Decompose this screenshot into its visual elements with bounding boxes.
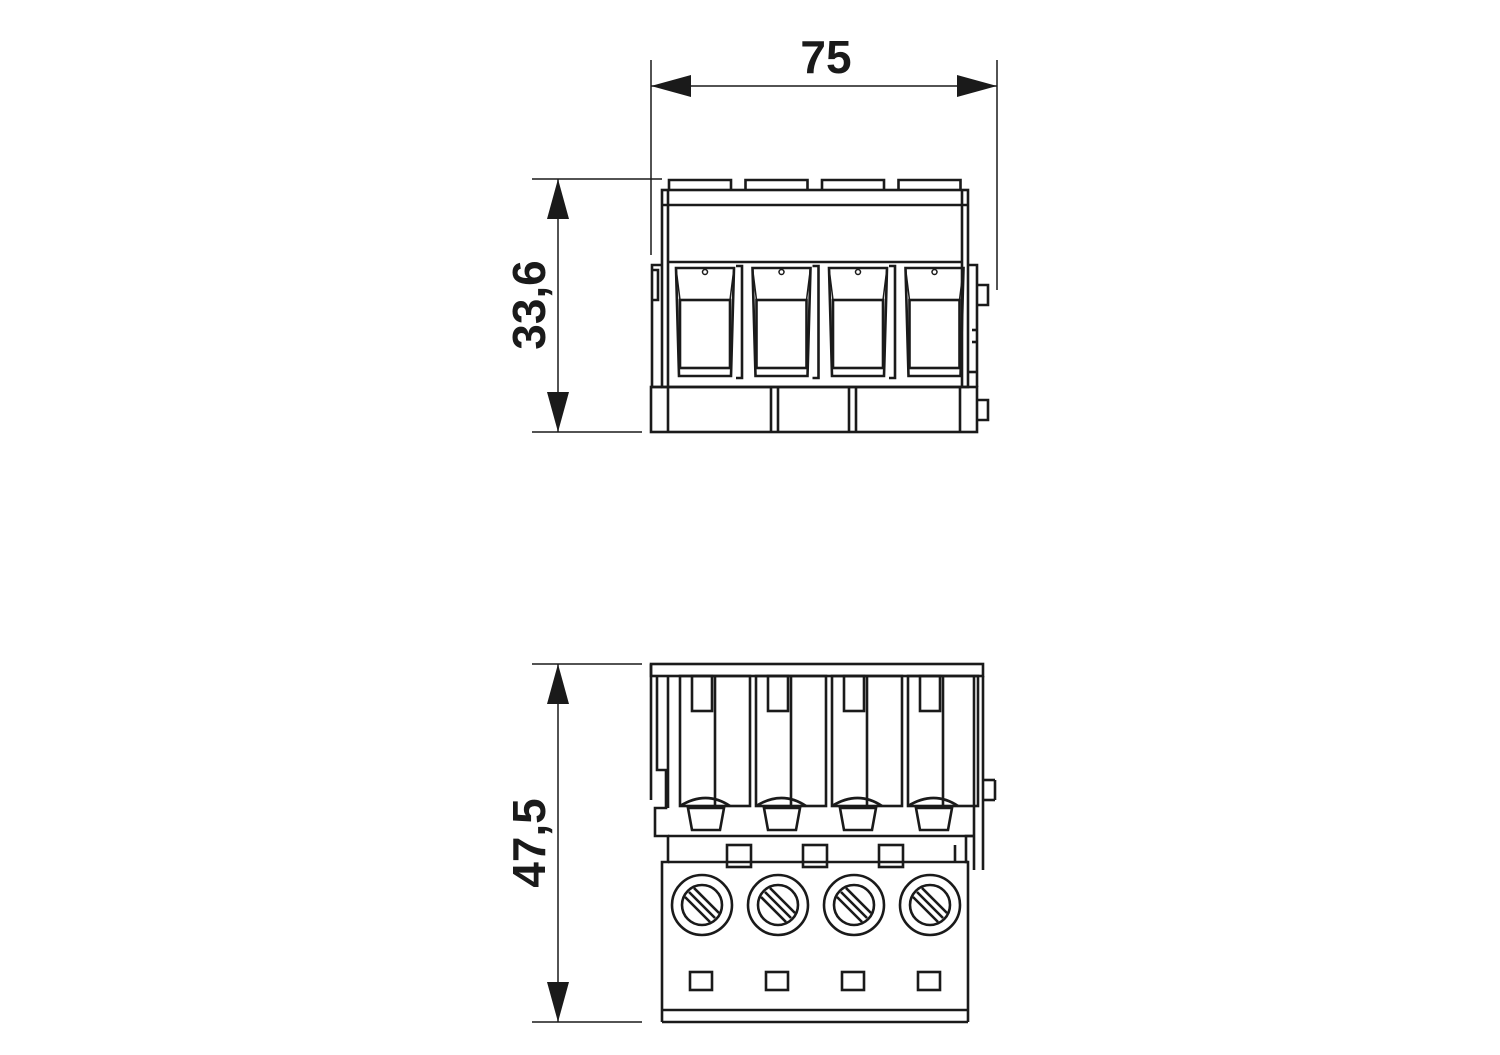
test-window bbox=[764, 970, 790, 992]
arrow-right bbox=[957, 75, 997, 97]
spacer-square bbox=[877, 843, 905, 869]
test-window bbox=[688, 970, 714, 992]
cavity-mark bbox=[854, 268, 862, 276]
dimension-height-top: 47,5 bbox=[503, 663, 642, 1023]
cavity-mark bbox=[931, 268, 938, 276]
screw-slot bbox=[921, 887, 948, 914]
cap bbox=[744, 178, 809, 190]
screw-slot bbox=[845, 887, 872, 914]
screw-slot bbox=[760, 896, 787, 923]
clamp-tongue bbox=[762, 806, 802, 832]
screw-head bbox=[756, 883, 800, 927]
test-window bbox=[840, 970, 866, 992]
release-slot bbox=[842, 674, 866, 713]
top-view bbox=[649, 662, 997, 1024]
spacer-square bbox=[725, 843, 753, 869]
release-slot bbox=[918, 674, 942, 713]
height-top-label: 47,5 bbox=[503, 798, 555, 888]
cavity-separator bbox=[736, 264, 744, 380]
cavity-inner bbox=[678, 298, 732, 370]
height-front-label: 33,6 bbox=[503, 260, 555, 350]
screw-slot bbox=[769, 887, 796, 914]
screw-slot bbox=[836, 896, 863, 923]
test-window bbox=[916, 970, 942, 992]
release-slot bbox=[766, 674, 790, 713]
width-label: 75 bbox=[800, 31, 851, 83]
channel-arc bbox=[907, 796, 959, 808]
screw-slot bbox=[693, 887, 720, 914]
screw-slot bbox=[688, 891, 716, 919]
cavity bbox=[751, 266, 812, 378]
screw-slot bbox=[840, 891, 868, 919]
cap bbox=[820, 178, 886, 190]
screw-slot bbox=[912, 896, 939, 923]
screw-outer bbox=[898, 873, 962, 937]
channel-arc bbox=[831, 796, 883, 808]
screw-outer bbox=[822, 873, 886, 937]
cavity-separator bbox=[889, 264, 897, 380]
screw-head bbox=[832, 883, 876, 927]
cavity-edge bbox=[828, 267, 888, 301]
clamp-tongue bbox=[838, 806, 878, 832]
screw-slot bbox=[916, 891, 944, 919]
cavity bbox=[827, 266, 889, 378]
dimension-height-front: 33,6 bbox=[503, 178, 662, 433]
channel-arc bbox=[679, 796, 731, 808]
cavity-mark bbox=[701, 268, 709, 276]
cavity-inner bbox=[908, 298, 961, 370]
screw-outer bbox=[746, 873, 810, 937]
cavity-edge bbox=[904, 267, 965, 301]
cap bbox=[897, 178, 962, 190]
cavity-mark bbox=[778, 268, 785, 276]
cap bbox=[667, 178, 733, 190]
arrow-left bbox=[651, 75, 691, 97]
cavity bbox=[674, 266, 736, 378]
screw-slot bbox=[764, 891, 792, 919]
cavity-edge bbox=[675, 267, 735, 301]
front-view bbox=[649, 178, 990, 434]
screw-head bbox=[680, 883, 724, 927]
cavity-separator bbox=[812, 264, 820, 380]
screw-slot bbox=[684, 896, 711, 923]
cavity-inner bbox=[755, 298, 808, 370]
spacer-square bbox=[801, 843, 829, 869]
channel-arc bbox=[755, 796, 807, 808]
cavity-edge bbox=[751, 267, 812, 301]
dimension-width: 75 bbox=[650, 31, 998, 290]
clamp-tongue bbox=[686, 806, 726, 832]
release-slot bbox=[690, 674, 714, 713]
cavity-inner bbox=[831, 298, 885, 370]
clamp-tongue bbox=[914, 806, 954, 832]
screw-outer bbox=[670, 873, 734, 937]
cavity bbox=[904, 266, 965, 378]
screw-head bbox=[908, 883, 952, 927]
